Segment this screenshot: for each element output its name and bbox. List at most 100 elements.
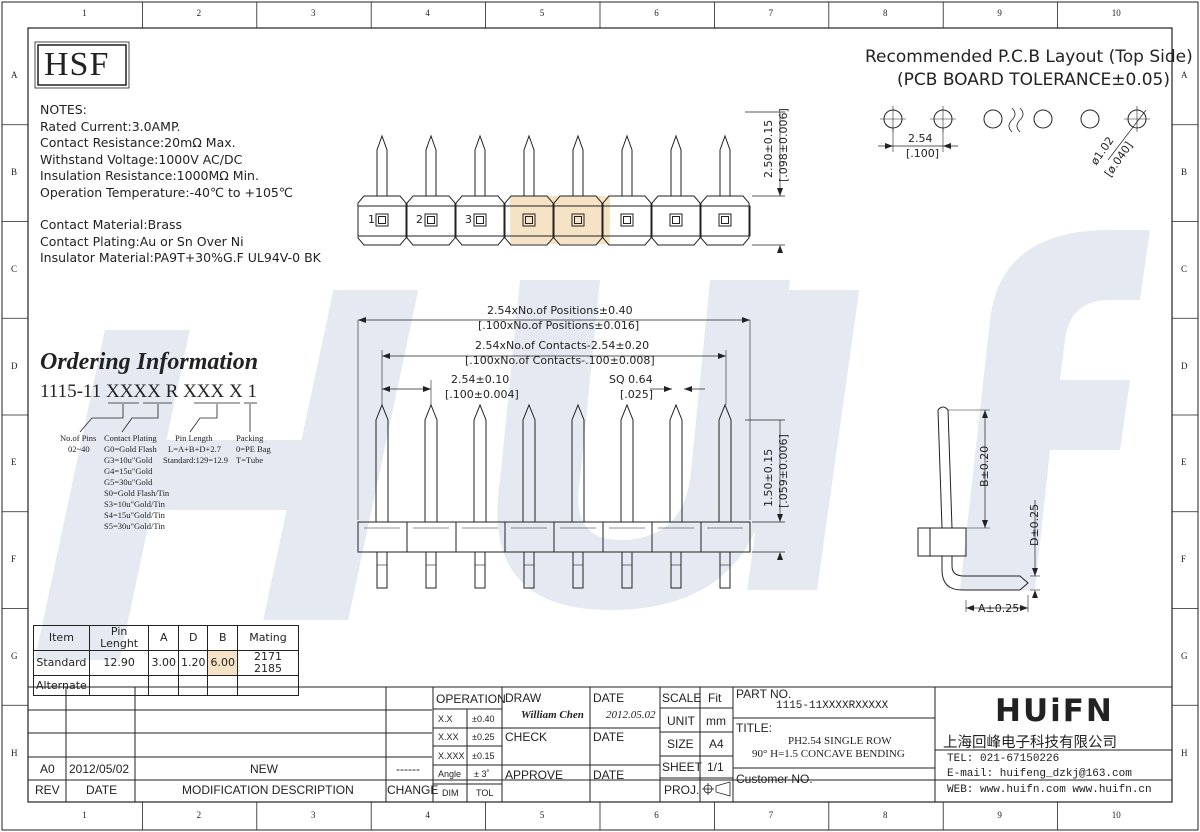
company-email: E-mail: huifeng_dzkj@163.com [947, 768, 1132, 780]
packing-option: T=Tube [236, 455, 264, 465]
approve-label: APPROVE [505, 768, 564, 782]
sq-dim: SQ 0.64 [609, 373, 653, 386]
positions-dim: 2.54xNo.of Positions±0.40 [487, 304, 633, 317]
zone-row-label: G [1181, 650, 1188, 661]
zone-row-label: H [1181, 747, 1188, 758]
plating-option: G4=15u"Gold [104, 466, 153, 476]
zone-row-label: A [11, 70, 18, 81]
item-header: D [177, 625, 209, 651]
tol-format: Angle [438, 769, 462, 779]
plating-option: S0=Gold Flash/Tin [104, 488, 170, 498]
company-tel: TEL: 021-67150226 [947, 753, 1060, 765]
front-height-dim-in: [.059±0.006] [777, 434, 790, 508]
draw-date: 2012.05.02 [606, 709, 656, 721]
b-dim: B±0.20 [978, 445, 991, 487]
pin-square [669, 213, 683, 227]
sq-dim-in: [.025] [620, 388, 654, 401]
top-height-dim-in: [.098±0.006] [777, 108, 790, 182]
zone-row-label: C [11, 263, 18, 274]
tol-value: ± 3˚ [474, 769, 490, 779]
drawer-signature: William Chen [521, 709, 584, 721]
title-label: TITLE: [736, 721, 773, 735]
pin-upper [522, 403, 536, 522]
zone-column-label: 6 [654, 810, 659, 820]
pin-square-inner [721, 216, 729, 224]
pin-lower [670, 552, 682, 589]
packing-title: Packing [236, 433, 264, 443]
zone-column-label: 2 [196, 8, 202, 18]
tol-value: ±0.15 [472, 751, 495, 761]
housing-cell [406, 195, 456, 246]
ordering-leaders [79, 402, 257, 433]
plating-option: G0=Gold Flash [104, 444, 157, 454]
pin-upper [473, 403, 487, 522]
pin-upper [620, 403, 634, 522]
pin-tip [425, 134, 437, 196]
zone-row-label: B [11, 167, 18, 178]
size-label: SIZE [667, 737, 694, 751]
item-cell [207, 675, 238, 696]
pins-column: No.of Pins 02~40 [60, 433, 96, 455]
housing-cell [553, 195, 603, 246]
zone-column-label: 9 [997, 8, 1002, 18]
part-no-label: PART NO. [736, 687, 792, 701]
item-cell [88, 675, 150, 696]
proj-label: PROJ. [664, 783, 700, 797]
date-label: DATE [593, 691, 625, 705]
pin-square [571, 213, 585, 227]
housing-cell [651, 195, 701, 246]
change-header: CHANGE [387, 783, 439, 797]
pin-square-inner [476, 216, 484, 224]
watermark [34, 230, 1150, 660]
zone-row-label: D [1181, 360, 1188, 371]
pcb-pitch-in: [.100] [906, 147, 940, 160]
pcb-title: Recommended P.C.B Layout (Top Side) [865, 47, 1193, 67]
unit-label: UNIT [667, 714, 695, 728]
zone-row-label: F [11, 554, 17, 565]
item-cell: Alternate [33, 675, 90, 696]
zone-column-label: 1 [82, 8, 87, 18]
pin-number: 2 [416, 213, 423, 226]
zone-column-label: 5 [539, 8, 545, 18]
length-title: Pin Length [175, 433, 213, 443]
pin-square-inner [574, 216, 582, 224]
zone-row-label: E [11, 457, 17, 468]
material-line: Contact Material:Brass [40, 217, 182, 232]
pin-tip [376, 134, 388, 196]
housing-cell [504, 195, 554, 246]
plating-option: G3=10u"Gold [104, 455, 153, 465]
zone-column-label: 7 [768, 810, 774, 820]
code-plating: XX [133, 381, 161, 402]
pin-tip [670, 134, 682, 196]
draw-label: DRAW [505, 691, 542, 705]
zone-column-label: 9 [997, 810, 1002, 820]
housing-cell [455, 195, 505, 246]
rev-date: 2012/05/02 [69, 762, 130, 776]
pin-upper [424, 403, 438, 522]
check-date-label: DATE [593, 730, 625, 744]
pin-tip [621, 134, 633, 196]
pins-range: 02~40 [68, 444, 90, 454]
contacts-dim-in: [.100xNo.of Contacts-.100±0.008] [465, 354, 655, 367]
pin-lower [425, 552, 437, 589]
title-line-2: 90° H=1.5 CONCAVE BENDING [752, 748, 905, 760]
housing-cell [357, 195, 407, 246]
packing-column: Packing 0=PE Bag T=Tube [236, 433, 271, 466]
company-name: 上海回峰电子科技有限公司 [943, 735, 1117, 751]
side-view [917, 406, 1040, 612]
housing-cell [602, 195, 652, 246]
item-header: A [148, 625, 179, 651]
plating-title: Contact Plating [104, 433, 157, 443]
scale-value: Fit [708, 691, 722, 705]
pin-number: 1 [368, 213, 375, 226]
zone-row-label: H [11, 747, 18, 758]
plating-option: G5=30u"Gold [104, 477, 153, 487]
item-cell [177, 675, 209, 696]
operation-label: OPERATION [436, 692, 506, 706]
zone-column-label: 1 [82, 810, 87, 820]
pin-square-inner [525, 216, 533, 224]
positions-dim-in: [.100xNo.of Positions±0.016] [478, 319, 640, 332]
pin-square [473, 213, 487, 227]
item-cell: 6.00 [207, 650, 238, 676]
